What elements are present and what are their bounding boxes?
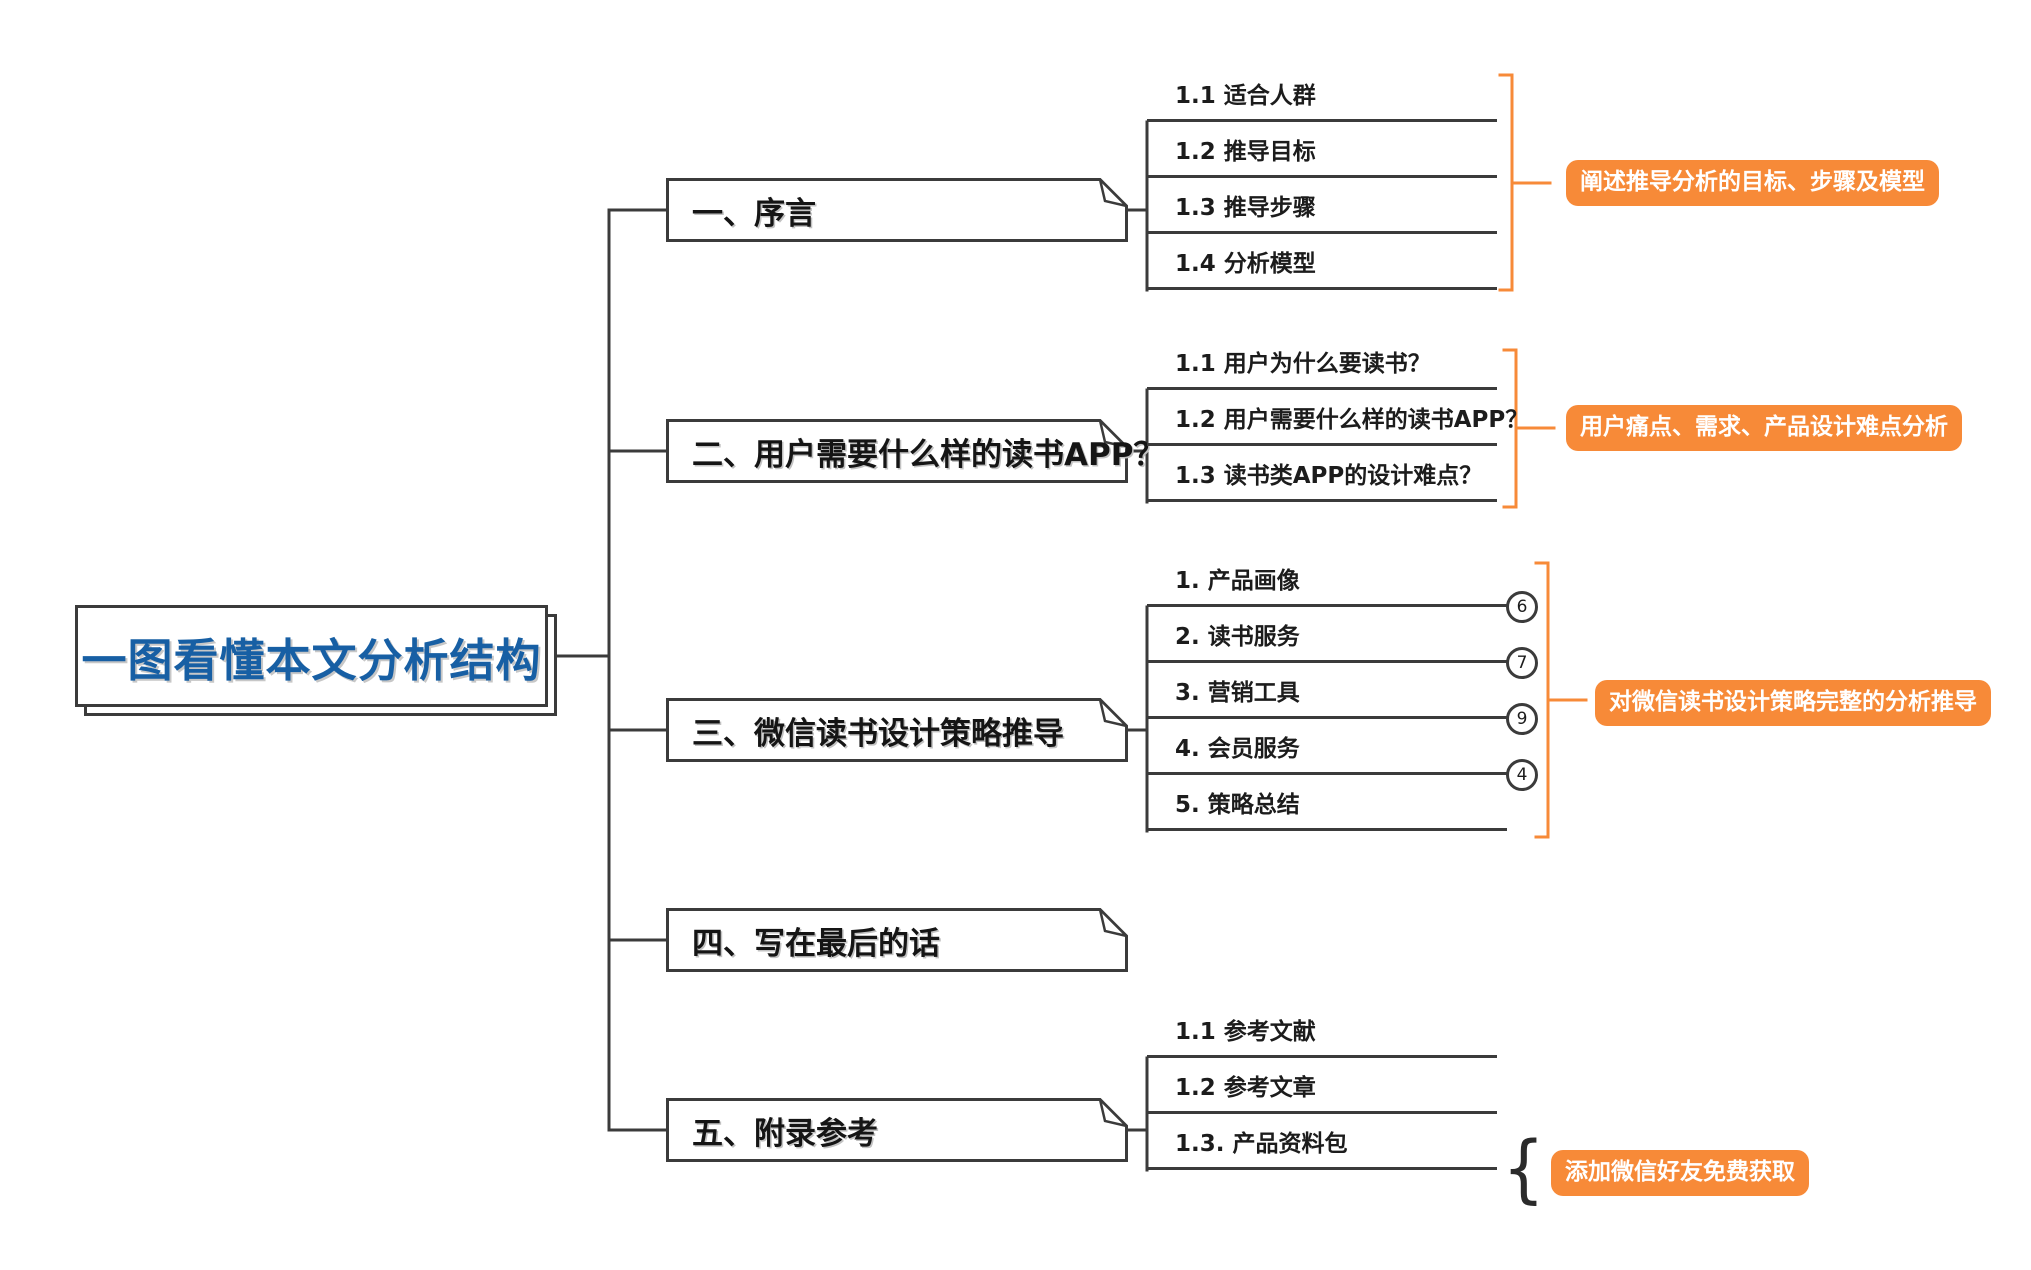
subtopic-label: 1.1 参考文献 [1175,1019,1316,1045]
root-title: 一图看懂本文分析结构 [81,633,542,687]
branch-title: 二、用户需要什么样的读书APP？ [692,436,1165,473]
callout-label-2[interactable]: 用户痛点、需求、产品设计难点分析 [1566,405,1962,451]
summary-bracket-2 [1502,348,1556,509]
subtopic-label: 1.1 适合人群 [1175,83,1316,109]
subtopic-group-3: 1. 产品画像 2. 读书服务 3. 营销工具 4. 会员服务 5. 策略总结 [1147,551,1507,831]
count-badge-7[interactable]: 7 [1506,647,1538,679]
subtopic-label: 1.2 推导目标 [1175,139,1316,165]
branch-topic-2[interactable]: 二、用户需要什么样的读书APP？ [666,419,1164,483]
branch-topic-5[interactable]: 五、附录参考 [666,1098,1128,1162]
branch-topic-1[interactable]: 一、序言 [666,178,1128,242]
note-shape-icon [666,178,1128,242]
subtopic-label: 1.4 分析模型 [1175,251,1316,277]
subtopic-1-2[interactable]: 1.2 推导目标 [1147,122,1497,178]
branch-topic-3[interactable]: 三、微信读书设计策略推导 [666,698,1128,762]
subtopic-group-1: 1.1 适合人群 1.2 推导目标 1.3 推导步骤 1.4 分析模型 [1147,66,1497,290]
note-shape-icon [666,419,1128,483]
subtopic-1-1[interactable]: 1.1 适合人群 [1147,66,1497,122]
subtopic-1-3[interactable]: 1.3 推导步骤 [1147,178,1497,234]
count-badge-6[interactable]: 6 [1506,591,1538,623]
subtopic-label: 1.1 用户为什么要读书？ [1175,351,1431,377]
curly-brace-glyph: { [1502,1126,1545,1212]
count-badge-4[interactable]: 4 [1506,759,1538,791]
root-topic[interactable]: 一图看懂本文分析结构 [75,605,548,707]
subtopic-2-2[interactable]: 1.2 用户需要什么样的读书APP？ [1147,390,1528,446]
summary-bracket-1 [1498,73,1552,292]
subtopic-label: 1.3. 产品资料包 [1175,1131,1348,1157]
subtopic-label: 5. 策略总结 [1175,792,1300,818]
callout-label-5[interactable]: 添加微信好友免费获取 [1551,1150,1809,1196]
subtopic-group-2: 1.1 用户为什么要读书？ 1.2 用户需要什么样的读书APP？ 1.3 读书类… [1147,334,1528,502]
subtopic-3-2[interactable]: 2. 读书服务 [1147,607,1507,663]
branch-title: 五、附录参考 [692,1115,878,1152]
note-shape-icon [666,698,1128,762]
callout-label-1[interactable]: 阐述推导分析的目标、步骤及模型 [1566,160,1939,206]
branch-title: 三、微信读书设计策略推导 [692,715,1064,752]
subtopic-3-4[interactable]: 4. 会员服务 [1147,719,1507,775]
subtopic-3-1[interactable]: 1. 产品画像 [1147,551,1507,607]
subtopic-group-5: 1.1 参考文献 1.2 参考文章 1.3. 产品资料包 [1147,1002,1497,1170]
subtopic-label: 1.2 参考文章 [1175,1075,1316,1101]
branch-title: 四、写在最后的话 [692,925,940,962]
subtopic-5-2[interactable]: 1.2 参考文章 [1147,1058,1497,1114]
subtopic-5-3[interactable]: 1.3. 产品资料包 [1147,1114,1497,1170]
subtopic-label: 3. 营销工具 [1175,680,1300,706]
subtopic-2-1[interactable]: 1.1 用户为什么要读书？ [1147,334,1497,390]
branch-title: 一、序言 [692,195,816,232]
subtopic-3-5[interactable]: 5. 策略总结 [1147,775,1507,831]
subtopic-1-4[interactable]: 1.4 分析模型 [1147,234,1497,290]
branch-topic-4[interactable]: 四、写在最后的话 [666,908,1128,972]
subtopic-5-1[interactable]: 1.1 参考文献 [1147,1002,1497,1058]
tree-connector-lines [546,120,1149,1172]
subtopic-label: 1.3 推导步骤 [1175,195,1316,221]
note-shape-icon [666,908,1128,972]
subtopic-3-3[interactable]: 3. 营销工具 [1147,663,1507,719]
subtopic-label: 1. 产品画像 [1175,568,1300,594]
subtopic-label: 4. 会员服务 [1175,736,1300,762]
subtopic-label: 1.2 用户需要什么样的读书APP？ [1175,407,1529,433]
count-badge-9[interactable]: 9 [1506,703,1538,735]
summary-bracket-3 [1534,561,1588,839]
subtopic-label: 1.3 读书类APP的设计难点？ [1175,463,1483,489]
subtopic-2-3[interactable]: 1.3 读书类APP的设计难点？ [1147,446,1497,502]
subtopic-label: 2. 读书服务 [1175,624,1300,650]
note-shape-icon [666,1098,1128,1162]
callout-label-3[interactable]: 对微信读书设计策略完整的分析推导 [1595,680,1991,726]
